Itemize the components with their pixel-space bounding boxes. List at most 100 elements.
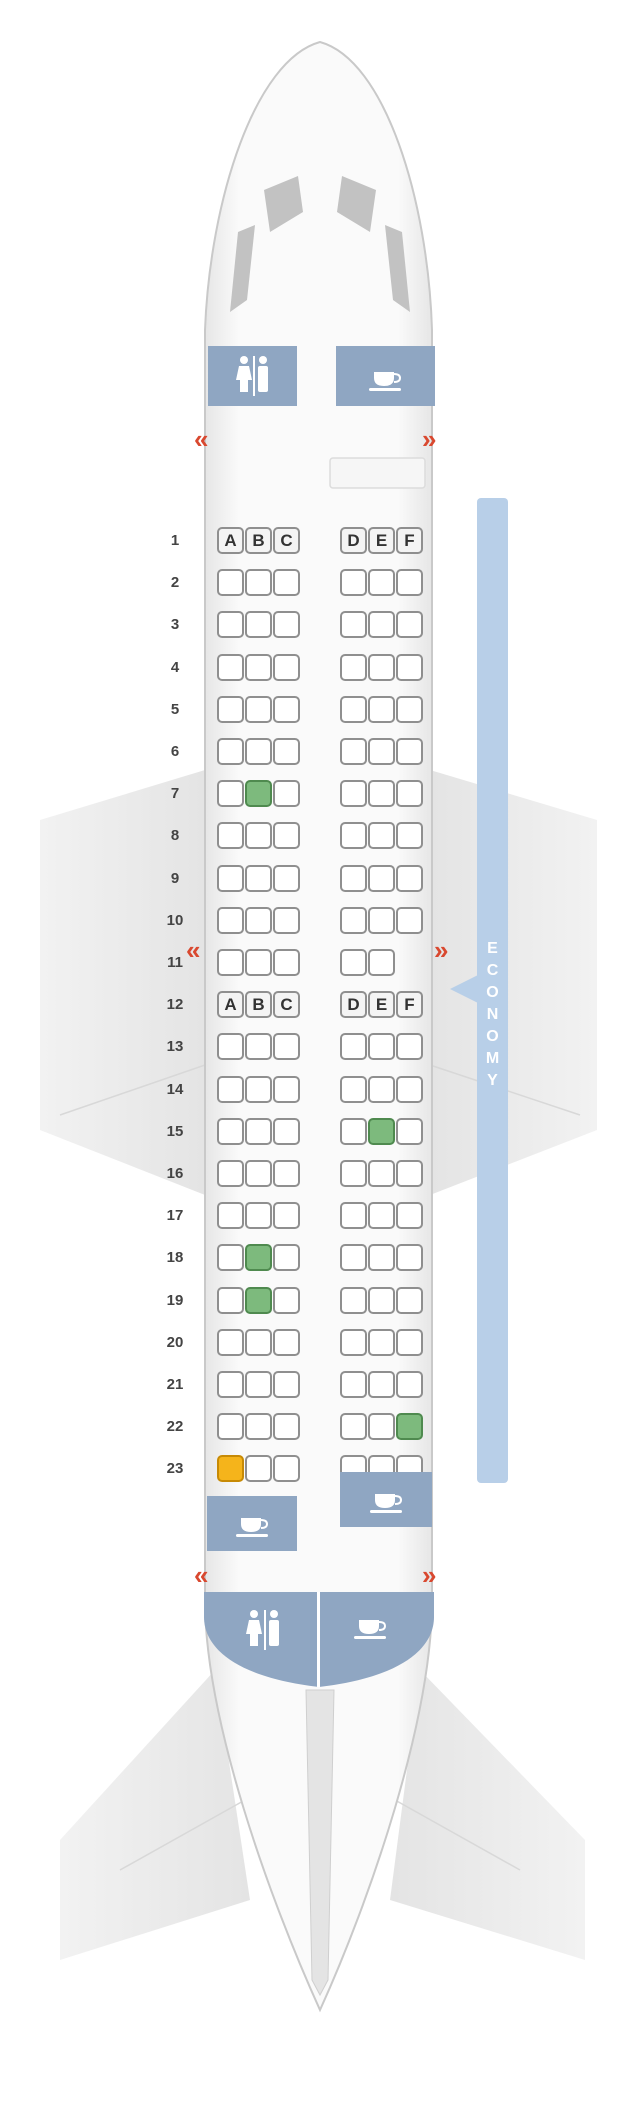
- seat-3E[interactable]: [368, 611, 395, 639]
- seat-2E[interactable]: [368, 569, 395, 597]
- seat-16E[interactable]: [368, 1160, 395, 1187]
- seat-11E[interactable]: [368, 949, 395, 976]
- seat-6C[interactable]: [273, 738, 300, 765]
- seat-8C[interactable]: [273, 822, 300, 850]
- seat-3B[interactable]: [245, 611, 272, 639]
- seat-6E[interactable]: [368, 738, 395, 765]
- seat-14C[interactable]: [273, 1075, 300, 1103]
- seat-20E[interactable]: [368, 1328, 395, 1356]
- seat-14B[interactable]: [245, 1075, 272, 1103]
- seat-7B[interactable]: [245, 780, 272, 808]
- seat-16A[interactable]: [217, 1160, 244, 1187]
- seat-9C[interactable]: [273, 864, 300, 892]
- seat-19F[interactable]: [396, 1286, 423, 1314]
- seat-9D[interactable]: [340, 864, 367, 892]
- seat-9E[interactable]: [368, 864, 395, 892]
- seat-15A[interactable]: [217, 1117, 244, 1145]
- seat-5E[interactable]: [368, 695, 395, 723]
- seat-9F[interactable]: [396, 864, 423, 892]
- seat-7E[interactable]: [368, 780, 395, 808]
- seat-23A[interactable]: [217, 1455, 244, 1483]
- seat-20F[interactable]: [396, 1328, 423, 1356]
- seat-13D[interactable]: [340, 1033, 367, 1061]
- seat-6F[interactable]: [396, 738, 423, 765]
- seat-15D[interactable]: [340, 1117, 367, 1145]
- seat-19A[interactable]: [217, 1286, 244, 1314]
- seat-18B[interactable]: [245, 1244, 272, 1272]
- seat-2C[interactable]: [273, 569, 300, 597]
- seat-16D[interactable]: [340, 1160, 367, 1187]
- seat-23C[interactable]: [273, 1455, 300, 1483]
- seat-3F[interactable]: [396, 611, 423, 639]
- seat-21A[interactable]: [217, 1371, 244, 1398]
- seat-3A[interactable]: [217, 611, 244, 639]
- seat-4E[interactable]: [368, 653, 395, 681]
- seat-10E[interactable]: [368, 906, 395, 934]
- seat-6D[interactable]: [340, 738, 367, 765]
- seat-13B[interactable]: [245, 1033, 272, 1061]
- seat-22E[interactable]: [368, 1413, 395, 1441]
- seat-21B[interactable]: [245, 1371, 272, 1398]
- seat-14A[interactable]: [217, 1075, 244, 1103]
- seat-20A[interactable]: [217, 1328, 244, 1356]
- seat-7A[interactable]: [217, 780, 244, 808]
- seat-20C[interactable]: [273, 1328, 300, 1356]
- seat-21C[interactable]: [273, 1371, 300, 1398]
- seat-4C[interactable]: [273, 653, 300, 681]
- seat-19C[interactable]: [273, 1286, 300, 1314]
- seat-22F[interactable]: [396, 1413, 423, 1441]
- seat-11C[interactable]: [273, 949, 300, 976]
- seat-22A[interactable]: [217, 1413, 244, 1441]
- seat-7F[interactable]: [396, 780, 423, 808]
- seat-8A[interactable]: [217, 822, 244, 850]
- seat-8F[interactable]: [396, 822, 423, 850]
- seat-19B[interactable]: [245, 1286, 272, 1314]
- seat-17C[interactable]: [273, 1202, 300, 1230]
- seat-20B[interactable]: [245, 1328, 272, 1356]
- seat-22C[interactable]: [273, 1413, 300, 1441]
- seat-6A[interactable]: [217, 738, 244, 765]
- seat-18C[interactable]: [273, 1244, 300, 1272]
- seat-17F[interactable]: [396, 1202, 423, 1230]
- seat-7D[interactable]: [340, 780, 367, 808]
- seat-14E[interactable]: [368, 1075, 395, 1103]
- seat-2A[interactable]: [217, 569, 244, 597]
- seat-17B[interactable]: [245, 1202, 272, 1230]
- seat-9A[interactable]: [217, 864, 244, 892]
- seat-8D[interactable]: [340, 822, 367, 850]
- seat-20D[interactable]: [340, 1328, 367, 1356]
- seat-19D[interactable]: [340, 1286, 367, 1314]
- seat-8B[interactable]: [245, 822, 272, 850]
- seat-2D[interactable]: [340, 569, 367, 597]
- seat-14D[interactable]: [340, 1075, 367, 1103]
- seat-2F[interactable]: [396, 569, 423, 597]
- seat-10F[interactable]: [396, 906, 423, 934]
- seat-18F[interactable]: [396, 1244, 423, 1272]
- seat-5C[interactable]: [273, 695, 300, 723]
- seat-3D[interactable]: [340, 611, 367, 639]
- seat-5F[interactable]: [396, 695, 423, 723]
- seat-15C[interactable]: [273, 1117, 300, 1145]
- seat-7C[interactable]: [273, 780, 300, 808]
- seat-17A[interactable]: [217, 1202, 244, 1230]
- seat-19E[interactable]: [368, 1286, 395, 1314]
- seat-16F[interactable]: [396, 1160, 423, 1187]
- seat-13C[interactable]: [273, 1033, 300, 1061]
- seat-13E[interactable]: [368, 1033, 395, 1061]
- seat-21D[interactable]: [340, 1371, 367, 1398]
- seat-17E[interactable]: [368, 1202, 395, 1230]
- seat-15B[interactable]: [245, 1117, 272, 1145]
- seat-5A[interactable]: [217, 695, 244, 723]
- seat-18D[interactable]: [340, 1244, 367, 1272]
- seat-11B[interactable]: [245, 949, 272, 976]
- seat-16C[interactable]: [273, 1160, 300, 1187]
- seat-16B[interactable]: [245, 1160, 272, 1187]
- seat-21E[interactable]: [368, 1371, 395, 1398]
- seat-15F[interactable]: [396, 1117, 423, 1145]
- seat-22D[interactable]: [340, 1413, 367, 1441]
- seat-10A[interactable]: [217, 906, 244, 934]
- seat-21F[interactable]: [396, 1371, 423, 1398]
- seat-13F[interactable]: [396, 1033, 423, 1061]
- seat-4D[interactable]: [340, 653, 367, 681]
- seat-8E[interactable]: [368, 822, 395, 850]
